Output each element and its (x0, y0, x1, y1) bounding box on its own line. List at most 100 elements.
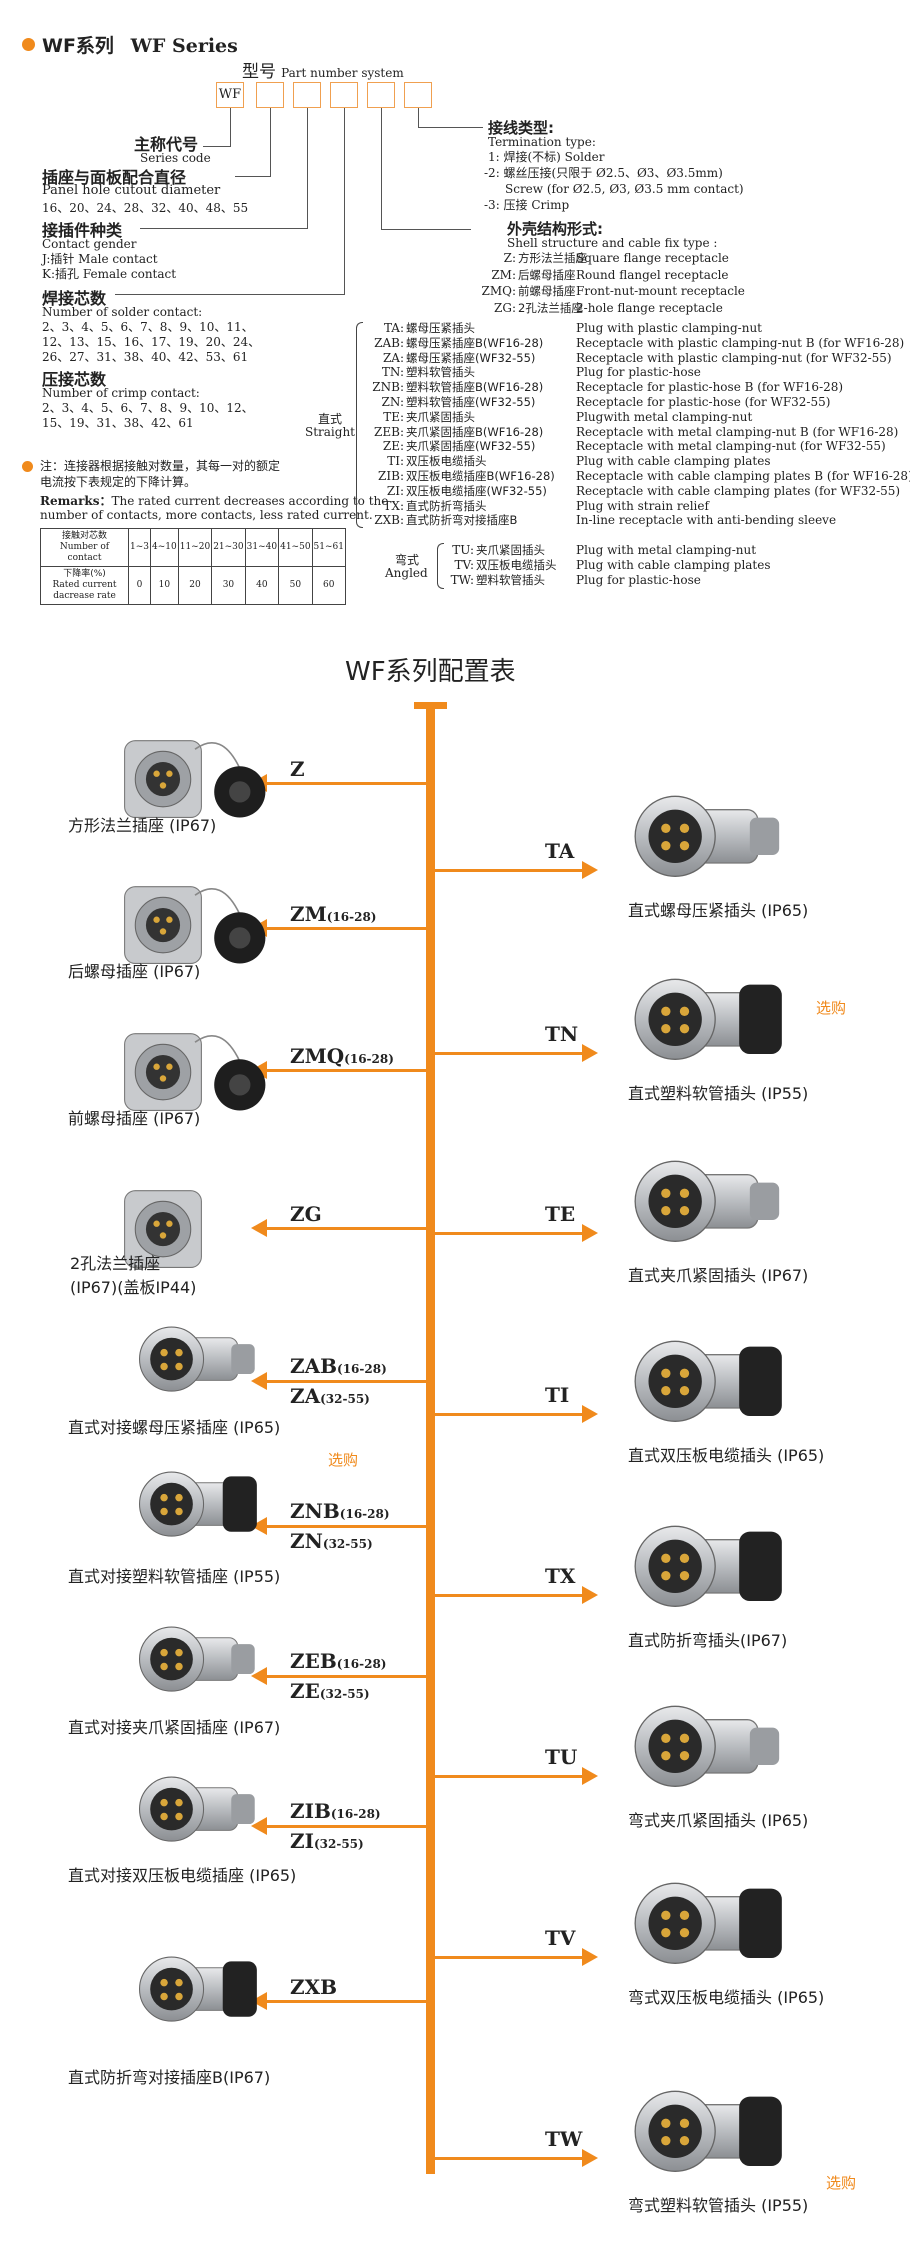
line-term-v (418, 108, 419, 128)
gender-cn: 接插件种类 (42, 221, 123, 240)
connector-photo (120, 876, 270, 976)
type-code: ZXB: (374, 513, 404, 528)
config-label-left: 直式对接螺母压紧插座 (IP65) (68, 1418, 281, 1437)
crimp-en: Number of crimp contact: (42, 386, 200, 400)
type-code: TV: (454, 558, 474, 572)
type-code: TA: (383, 321, 404, 335)
config-code-left: ZNB(16-28) (290, 1499, 390, 1523)
type-name-cn: 螺母压紧插头 (406, 321, 475, 335)
type-name-cn: 夹爪紧固插座B(WF16-28) (406, 424, 544, 439)
config-label-right: 弯式夹爪紧固插头 (IP65) (628, 1811, 809, 1830)
type-code: ZEB: (374, 424, 404, 439)
config-arrow-left (251, 1667, 428, 1685)
config-label-right: 直式塑料软管插头 (IP55) (628, 1084, 809, 1103)
config-title: WF系列配置表 (345, 657, 516, 687)
type-name-en: Plug with metal clamping-nut (576, 543, 757, 557)
pn-box-diameter (256, 82, 284, 108)
type-name-en: Plug with plastic clamping-nut (576, 321, 762, 335)
optional-label-znb: 选购 (328, 1451, 359, 1469)
config-label-right: 直式双压板电缆插头 (IP65) (628, 1446, 825, 1465)
config-code-left: ZG (290, 1202, 322, 1226)
straight-item: ZA:螺母压紧插座(WF32-55)Receptacle with plasti… (0, 351, 910, 366)
connector-photo (120, 1023, 270, 1123)
straight-item: ZI:双压板电缆插座(WF32-55)Receptacle with cable… (0, 484, 910, 499)
type-code: ZNB: (372, 380, 404, 395)
gender-k: K:插孔 Female contact (42, 267, 177, 281)
solder-values-2: 12、13、15、16、17、19、20、24、 (42, 335, 261, 349)
line-series-h (203, 146, 231, 147)
crimp-cn: 压接芯数 (42, 370, 107, 389)
config-label-left: 前螺母插座 (IP67) (68, 1109, 201, 1128)
solder-values-1: 2、3、4、5、6、7、8、9、10、11、 (42, 320, 254, 334)
angled-label-en: Angled (385, 566, 428, 580)
config-code-left-2: ZA(32-55) (290, 1384, 370, 1408)
termination-en: Termination type: (488, 135, 596, 149)
config-code-right: TN (545, 1022, 579, 1046)
header-title: WF系列 WF Series (42, 31, 238, 58)
config-arrow-right (434, 1405, 598, 1423)
config-arrow-left (251, 919, 428, 937)
config-code-left-2: ZE(32-55) (290, 1679, 370, 1703)
config-code-right: TU (545, 1745, 578, 1769)
config-label-right: 直式夹爪紧固插头 (IP67) (628, 1266, 809, 1285)
type-code: TI: (387, 454, 404, 469)
type-name-en: Plug with cable clamping plates (576, 454, 771, 469)
type-name-en: Receptacle with metal clamping-nut B (fo… (576, 424, 899, 439)
config-arrow-right (434, 2149, 598, 2167)
type-code: ZAB: (374, 335, 404, 350)
type-name-cn: 双压板电缆插头 (406, 454, 487, 469)
shell-en: Shell structure and cable fix type : (507, 236, 718, 250)
cutout-values: 16、20、24、28、32、40、48、55 (42, 201, 249, 215)
config-code-right: TW (545, 2127, 583, 2151)
config-label-right: 直式螺母压紧插头 (IP65) (628, 901, 809, 920)
connector-photo (120, 1310, 270, 1410)
pn-box-series: WF (216, 82, 244, 108)
type-code: TX: (383, 498, 404, 513)
straight-item: ZE:夹爪紧固插座(WF32-55)Receptacle with metal … (0, 439, 910, 454)
config-code-right: TI (545, 1383, 570, 1407)
type-code: ZA: (382, 350, 404, 365)
remarks-2: number of contacts, more contacts, less … (40, 508, 373, 522)
type-name-en: Receptacle with plastic clamping-nut (fo… (576, 350, 892, 365)
pn-box-contacts (330, 82, 358, 108)
connector-photo (120, 1180, 270, 1280)
line-contacts-v (344, 108, 345, 294)
pn-box-gender (293, 82, 321, 108)
type-name-cn: 前螺母插座 (518, 284, 576, 298)
cutout-cn: 插座与面板配合直径 (42, 168, 187, 187)
gender-j: J:插针 Male contact (42, 252, 158, 266)
type-name-en: Front-nut-mount receptacle (576, 284, 745, 298)
crimp-values-1: 2、3、4、5、6、7、8、9、10、12、 (42, 401, 254, 415)
config-arrow-left (251, 1517, 428, 1535)
config-code-left: ZAB(16-28) (290, 1354, 387, 1378)
type-name-en: Plugwith metal clamping-nut (576, 409, 753, 424)
remarks: Remarks：The rated current decreases acco… (40, 494, 389, 508)
config-code-left-2: ZN(32-55) (290, 1529, 373, 1553)
line-series-v (230, 108, 231, 146)
type-name-cn: 双压板电缆插座(WF32-55) (406, 483, 547, 498)
pn-box-shell (367, 82, 395, 108)
config-label-left: 后螺母插座 (IP67) (68, 962, 201, 981)
type-code: TW: (450, 573, 474, 587)
config-code-right: TV (545, 1926, 576, 1950)
type-code: ZMQ: (481, 284, 516, 298)
line-diam-v (270, 108, 271, 176)
type-name-cn: 直式防折弯插头 (406, 498, 487, 513)
line-gender-v (307, 108, 308, 228)
connector-photo (120, 730, 270, 830)
type-name-en: Plug with strain relief (576, 498, 709, 513)
termination-4: -3: 压接 Crimp (484, 198, 570, 212)
type-name-cn: 方形法兰插座 (518, 251, 587, 265)
type-code: ZN: (381, 395, 404, 409)
gender-en: Contact gender (42, 237, 137, 251)
termination-2: -2: 螺丝压接(只限于 Ø2.5、Ø3、Ø3.5mm) (484, 166, 723, 180)
straight-label-cn: 直式 (318, 412, 343, 426)
